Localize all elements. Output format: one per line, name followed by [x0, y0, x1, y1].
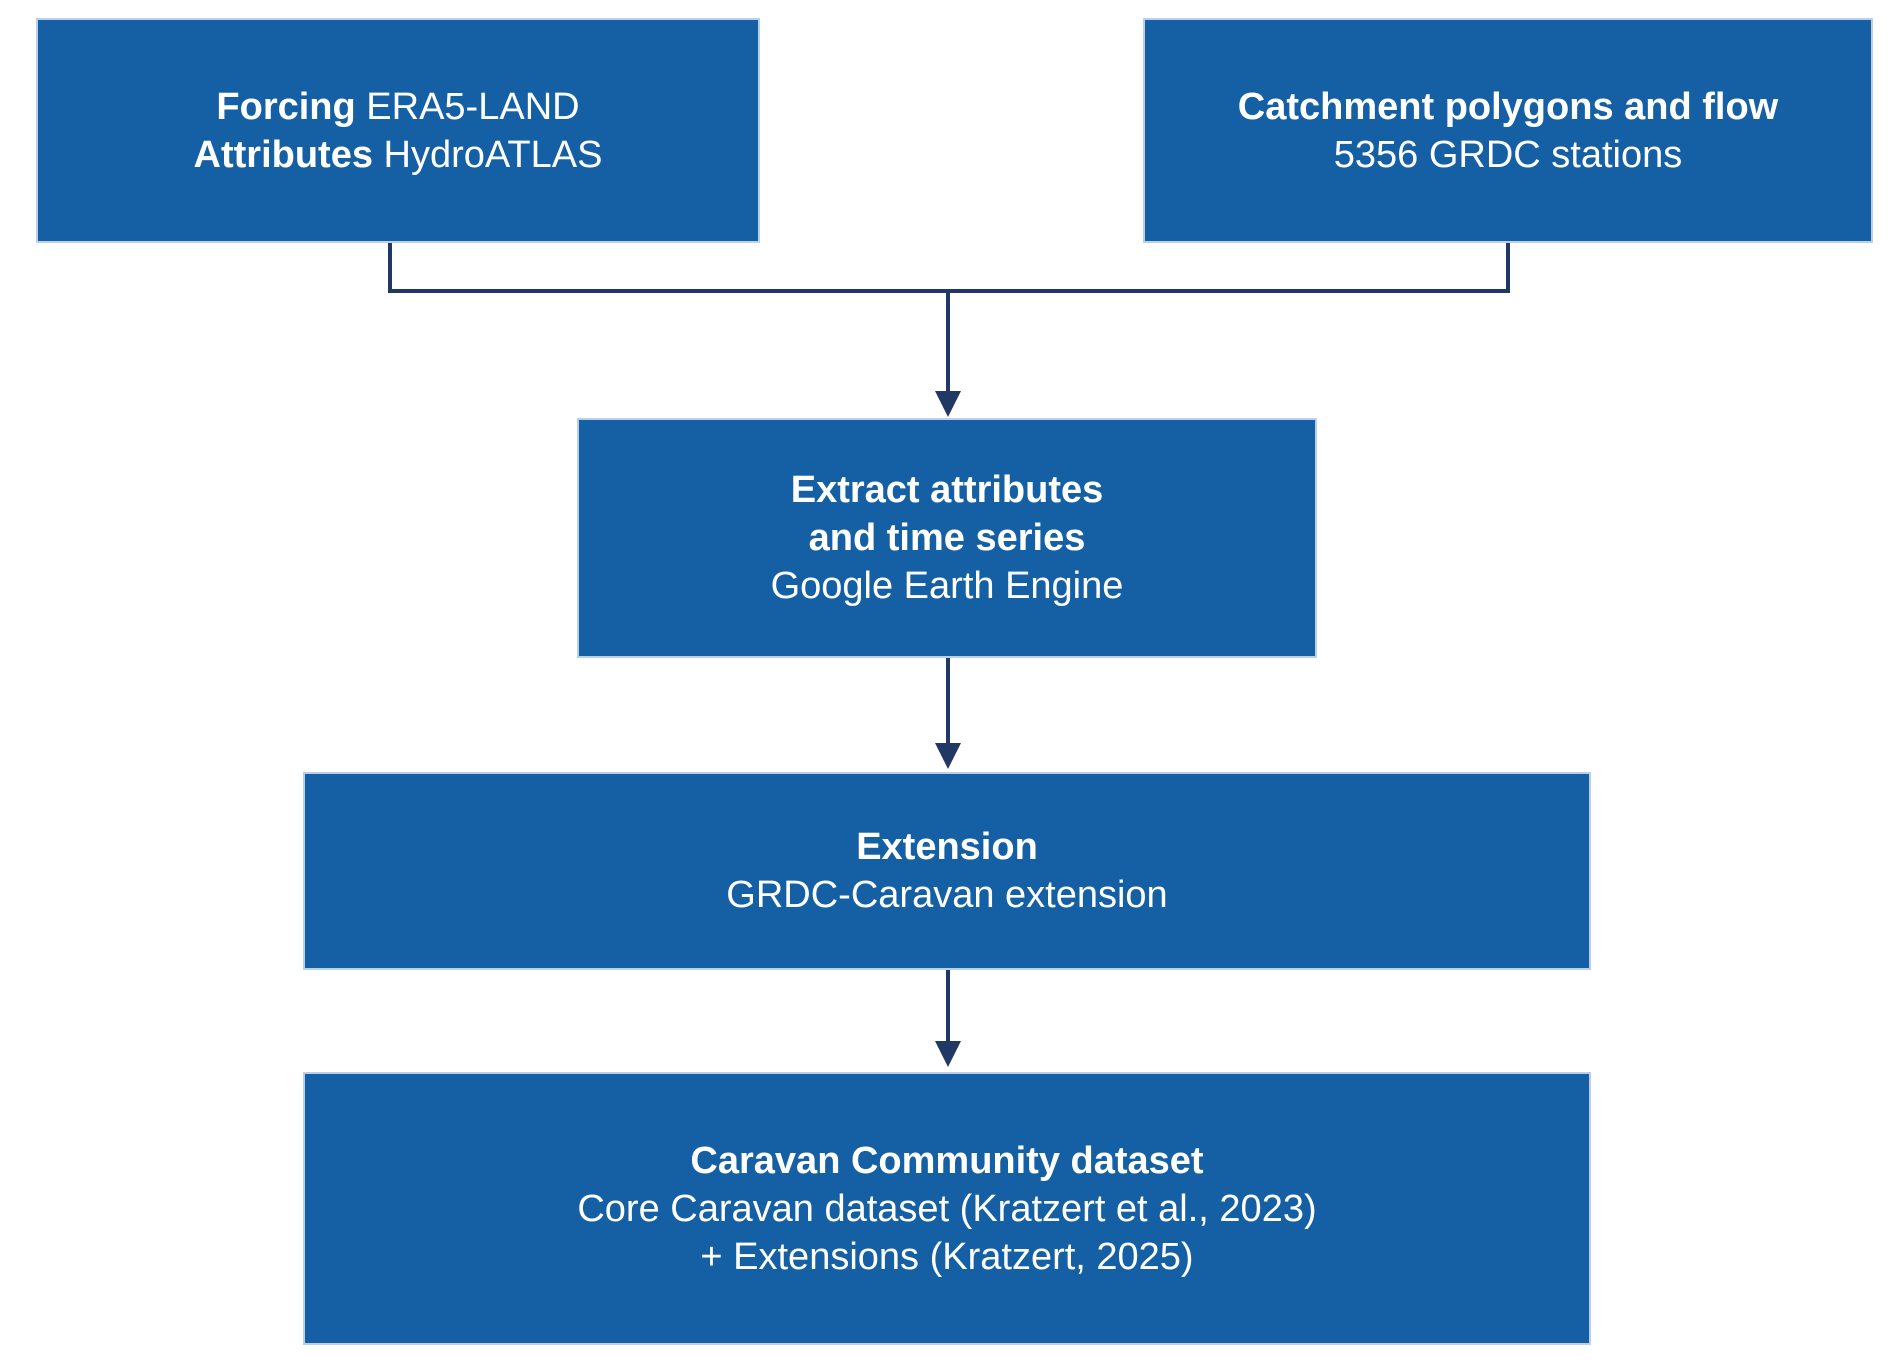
- catchment-subtitle: 5356 GRDC stations: [1333, 133, 1683, 176]
- attributes-label: Attributes: [193, 133, 373, 176]
- caravan-extensions-line: + Extensions (Kratzert, 2025): [700, 1235, 1194, 1278]
- arrow-to-extract-stem: [946, 291, 950, 393]
- forcing-value: ERA5-LAND: [355, 85, 580, 128]
- arrow-to-caravan-head: [935, 1041, 961, 1067]
- caravan-core-line: Core Caravan dataset (Kratzert et al., 2…: [577, 1187, 1317, 1230]
- arrow-to-extension-stem: [946, 658, 950, 746]
- extension-subtitle: GRDC-Caravan extension: [726, 874, 1168, 916]
- node-caravan-community: Caravan Community dataset Core Caravan d…: [303, 1072, 1591, 1345]
- node-line: Forcing ERA5-LAND: [216, 83, 579, 131]
- node-catchment-polygons: Catchment polygons and flow 5356 GRDC st…: [1143, 18, 1873, 243]
- extract-subtitle: Google Earth Engine: [770, 565, 1124, 607]
- caravan-title: Caravan Community dataset: [690, 1139, 1204, 1182]
- node-extract-gee: Extract attributes and time series Googl…: [577, 418, 1317, 658]
- catchment-title: Catchment polygons and flow: [1237, 85, 1779, 128]
- node-extension: Extension GRDC-Caravan extension: [303, 772, 1591, 970]
- attributes-value: HydroATLAS: [372, 133, 603, 176]
- extract-title-line1: Extract attributes: [790, 469, 1104, 511]
- forcing-label: Forcing: [216, 85, 356, 128]
- node-line: Attributes HydroATLAS: [194, 131, 603, 179]
- connector-right-vertical: [1506, 243, 1510, 293]
- connector-left-vertical: [388, 243, 392, 293]
- arrow-to-extract-head: [935, 391, 961, 417]
- extension-title: Extension: [856, 826, 1038, 868]
- arrow-to-caravan-stem: [946, 970, 950, 1044]
- extract-title-line2: and time series: [808, 517, 1086, 559]
- arrow-to-extension-head: [935, 743, 961, 769]
- node-forcing-attributes: Forcing ERA5-LAND Attributes HydroATLAS: [36, 18, 760, 243]
